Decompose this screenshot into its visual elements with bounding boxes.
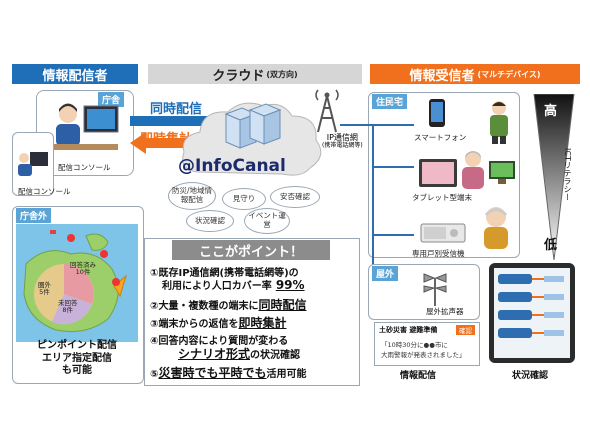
alert-card-text1: 「10時30分に●●市に xyxy=(381,341,448,349)
bubble-event: イベント運営 xyxy=(244,208,290,234)
area-map xyxy=(16,224,138,342)
point-2: ②大量・複数種の端末に同時配信 xyxy=(150,298,307,312)
reply-pie-chart xyxy=(34,264,94,325)
instant-count-label: 即時集計 xyxy=(140,132,193,147)
tv-tablet-illustration xyxy=(489,161,515,184)
console-label-2: 配信コンソール xyxy=(18,187,71,196)
sender-header-label: 情報配信者 xyxy=(42,68,108,84)
alert-card-title: 土砂災害 避難準備 xyxy=(379,326,438,334)
points-title: ここがポイント！ xyxy=(172,240,330,260)
literacy-label: ICTリテラシー xyxy=(563,148,572,201)
alert-card-text2: 大雨警報が発表されました」 xyxy=(381,351,466,359)
points-box xyxy=(144,238,360,386)
map-caption-line3: も可能 xyxy=(62,365,92,376)
smartphone-icon xyxy=(429,99,445,127)
receiver-header-label: 情報受信者 xyxy=(409,68,475,84)
home-receiver-icon xyxy=(420,223,466,243)
ip-network-sub: (携帯電話網等) xyxy=(322,141,363,149)
network-line-top xyxy=(340,124,414,126)
office-tag: 庁舎 xyxy=(98,92,125,107)
point-3: ③端末からの返信を即時集計 xyxy=(150,316,287,330)
literacy-low: 低 xyxy=(544,238,558,253)
network-line-trunk xyxy=(372,124,374,294)
bubble-safety-check: 安否確認 xyxy=(270,186,320,208)
brand-name: @InfoCanal xyxy=(178,156,286,176)
cloud-header-label: クラウド xyxy=(212,68,265,84)
server-icon xyxy=(224,103,282,149)
alert-card-badge[interactable]: 確認 xyxy=(456,325,475,335)
antenna-tower-icon xyxy=(315,89,339,133)
network-line-receiver xyxy=(372,234,414,236)
alert-card: 土砂災害 避難準備 確認 「10時30分に●●市に 大雨警報が発表されました」 xyxy=(374,322,480,366)
map-caption-line2: エリア指定配信 xyxy=(42,352,112,364)
point-4-line2: シナリオ形式の状況確認 xyxy=(178,347,301,361)
network-line-tablet xyxy=(372,166,414,168)
home-tag: 住民宅 xyxy=(372,94,408,109)
caption-info-delivery: 情報配信 xyxy=(400,371,437,381)
receiver-header-sub: (マルチデバイス) xyxy=(477,69,541,79)
literacy-high: 高 xyxy=(544,104,558,119)
outdoor-tag: 屋外 xyxy=(372,266,399,281)
console-illustration-2 xyxy=(18,152,48,176)
ip-network-title: IP通信網 xyxy=(326,133,358,142)
user-elder-man-icon xyxy=(484,207,508,249)
literacy-gradient-bar xyxy=(533,94,575,260)
device-speaker-label: 屋外拡声器 xyxy=(426,307,464,316)
caption-status-check: 状況確認 xyxy=(512,371,549,381)
status-tablet-illustration xyxy=(489,263,575,363)
sender-header: 情報配信者 xyxy=(12,64,138,84)
bubble-disaster-info: 防災/地域情報配信 xyxy=(168,182,216,210)
console-label-1: 配信コンソール xyxy=(58,163,111,172)
bubble-status-check: 状況確認 xyxy=(186,210,234,232)
device-receiver-label: 専用戸別受信機 xyxy=(412,249,465,258)
simultaneous-send-label: 同時配信 xyxy=(150,102,203,117)
map-caption-line1: ピンポイント配信 xyxy=(37,340,117,351)
point-1: ①既存IP通信網(携帯電話網等)の xyxy=(150,268,299,279)
user-elder-woman-icon xyxy=(462,151,484,189)
point-4: ④回答内容により質問が変わる xyxy=(150,336,289,347)
cloud-header: クラウド (双方向) xyxy=(148,64,362,84)
bubble-watch: 見守り xyxy=(222,188,266,210)
outside-tag: 庁舎外 xyxy=(16,208,52,223)
receiver-header: 情報受信者 (マルチデバイス) xyxy=(370,64,580,84)
ip-network-label: IP通信網 (携帯電話網等) xyxy=(322,133,363,149)
operator-illustration xyxy=(48,103,119,150)
tablet-icon xyxy=(419,159,457,187)
point-5: ⑤災害時でも平時でも活用可能 xyxy=(150,366,307,380)
user-young-icon xyxy=(490,101,508,144)
device-smartphone-label: スマートフォン xyxy=(414,133,467,142)
cloud-header-sub: (双方向) xyxy=(266,69,298,79)
device-tablet-label: タブレット型端末 xyxy=(412,193,472,202)
map-caption: ピンポイント配信 エリア指定配信 も可能 xyxy=(18,340,136,378)
outdoor-speaker-icon xyxy=(423,273,447,306)
